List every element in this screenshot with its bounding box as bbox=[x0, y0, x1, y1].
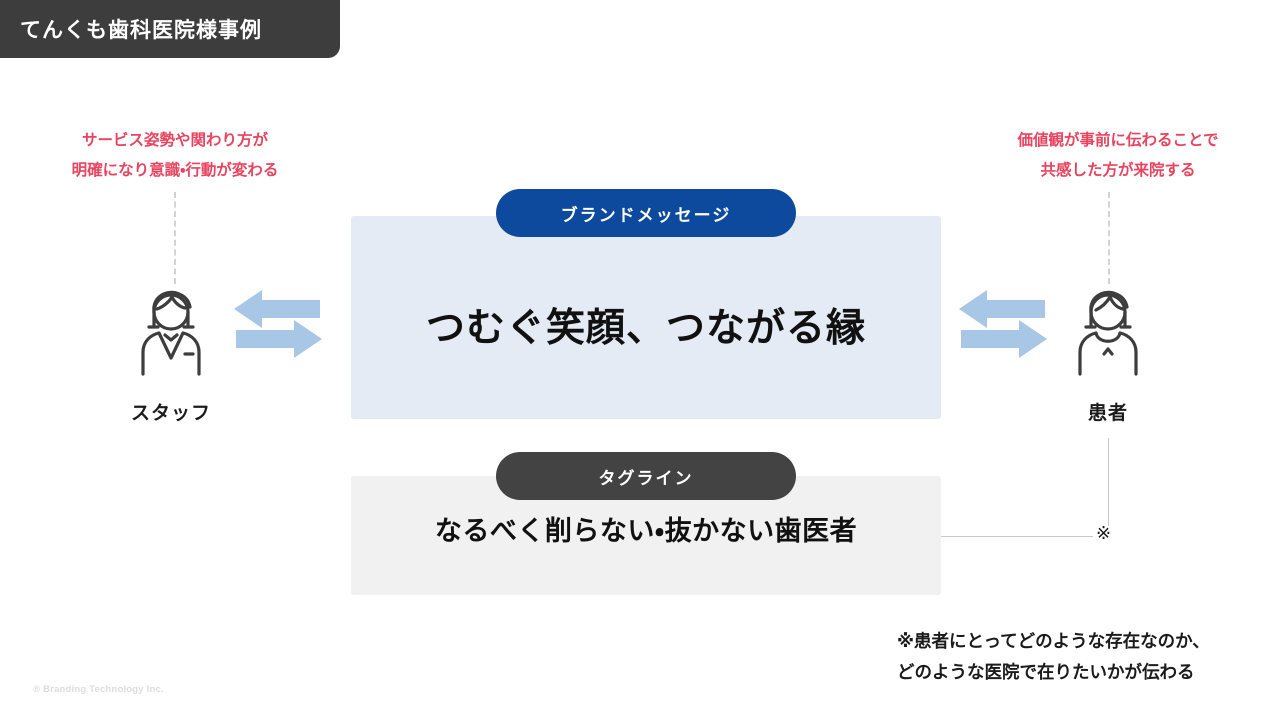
annotation-patient: 価値観が事前に伝わることで 共感した方が来院する bbox=[978, 126, 1258, 186]
annotation-staff: サービス姿勢や関わり方が 明確になり意識・行動が変わる bbox=[30, 126, 320, 186]
slide-title: てんくも歯科医院様事例 bbox=[20, 19, 262, 42]
patient-person-icon bbox=[1060, 282, 1156, 378]
dashed-connector-staff bbox=[174, 192, 176, 284]
dashed-connector-patient bbox=[1108, 192, 1110, 284]
tagline-badge: タグライン bbox=[496, 452, 796, 500]
footer-credit: ® Branding Technology Inc. bbox=[33, 684, 164, 695]
footnote: ※患者にとってどのような存在なのか、 どのような医院で在りたいかが伝わる bbox=[897, 626, 1210, 687]
slide-title-tab: てんくも歯科医院様事例 bbox=[0, 0, 340, 58]
brand-message-badge: ブランドメッセージ bbox=[496, 189, 796, 237]
exchange-arrows-left bbox=[232, 288, 324, 360]
footnote-line-1: ※患者にとってどのような存在なのか、 bbox=[897, 631, 1210, 651]
annotation-staff-line-1: サービス姿勢や関わり方が bbox=[81, 132, 268, 149]
annotation-staff-line-2: 明確になり意識・行動が変わる bbox=[71, 162, 279, 180]
note-reference-marker: ※ bbox=[1096, 523, 1112, 543]
note-connector-horizontal bbox=[941, 536, 1093, 537]
tagline-text: なるべく削らない・抜かない歯医者 bbox=[434, 516, 858, 546]
patient-label: 患者 bbox=[1087, 403, 1128, 424]
tagline-badge-label: タグライン bbox=[598, 468, 694, 488]
note-connector-vertical bbox=[1108, 438, 1109, 526]
annotation-patient-line-2: 共感した方が来院する bbox=[1040, 162, 1196, 180]
annotation-patient-line-1: 価値観が事前に伝わることで bbox=[1017, 132, 1219, 149]
staff-label: スタッフ bbox=[130, 403, 211, 424]
brand-message-panel: つむぐ笑顔、つながる縁 bbox=[351, 216, 941, 419]
footnote-line-2: どのような医院で在りたいかが伝わる bbox=[897, 661, 1195, 682]
brand-message-badge-label: ブランドメッセージ bbox=[560, 205, 732, 225]
exchange-arrows-right bbox=[957, 288, 1049, 360]
brand-message-text: つむぐ笑顔、つながる縁 bbox=[425, 307, 866, 350]
staff-person-icon bbox=[123, 282, 219, 378]
